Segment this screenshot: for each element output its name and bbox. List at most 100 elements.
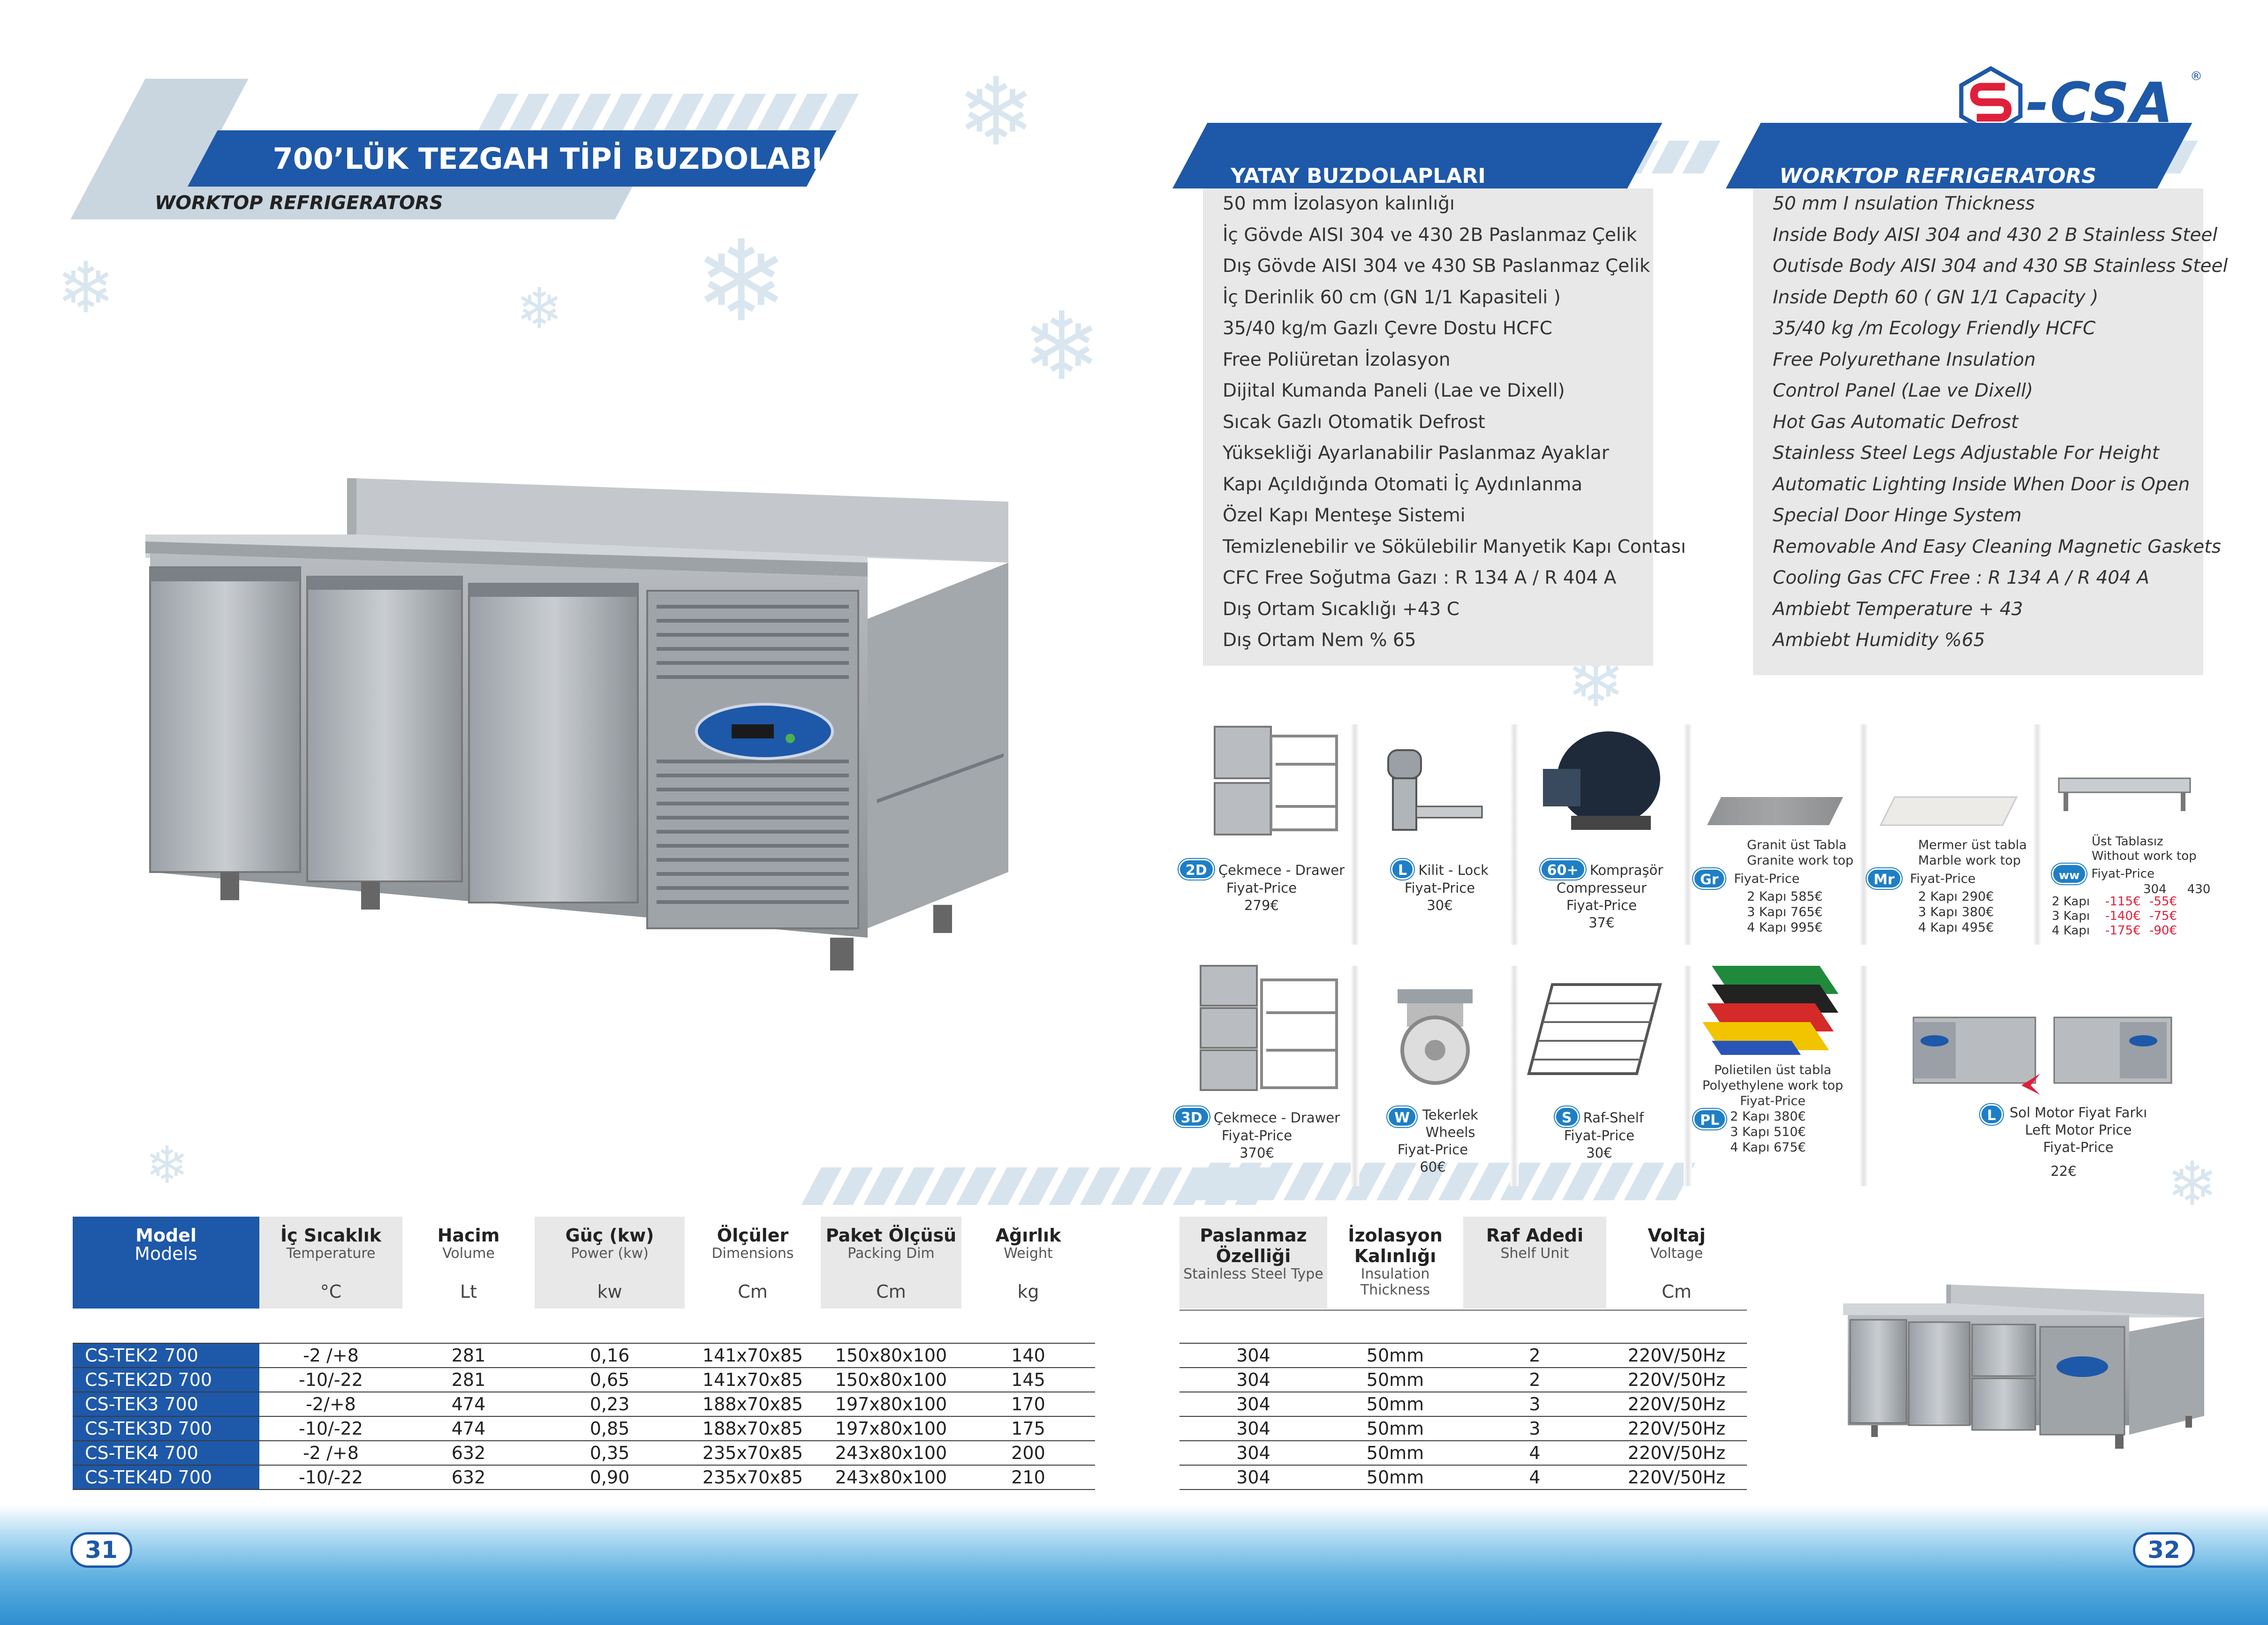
table-cell: 281 — [402, 1343, 535, 1368]
option-price-row: 2 Kapı 380€ — [1730, 1109, 1806, 1124]
table-cell: 304 — [1179, 1343, 1327, 1368]
snowflake-icon: ❄ — [516, 277, 563, 342]
specs-tr-heading-banner: YATAY BUZDOLAPLARI — [1172, 123, 1663, 188]
spec-line: Stainless Steel Legs Adjustable For Heig… — [1773, 443, 2159, 464]
table-cell: 150x80x100 — [821, 1367, 961, 1392]
decorative-stripes — [477, 94, 859, 131]
option-label-en: Wheels — [1425, 1124, 1475, 1140]
wheel-icon — [1379, 980, 1491, 1092]
option-price-row: 2 Kapı 585€ — [1747, 889, 1823, 904]
option-badge: ww — [2052, 864, 2087, 884]
table-cell: -2/+8 — [259, 1392, 402, 1417]
option-door: 3 Kapı — [2052, 909, 2090, 923]
spec-line: Ambiebt Temperature + 43 — [1773, 598, 2023, 620]
page-subtitle-bar: WORKTOP REFRIGERATORS — [118, 187, 633, 219]
option-price: 60€ — [1420, 1159, 1446, 1175]
table-cell: 220V/50Hz — [1606, 1392, 1747, 1417]
option-label: Kompraşör — [1589, 862, 1663, 878]
specs-en-heading-banner: WORKTOP REFRIGERATORS — [1726, 123, 2192, 188]
table-cell: 0,85 — [535, 1416, 685, 1441]
without-top-icon — [2054, 774, 2195, 816]
logo-registered: ® — [2190, 69, 2202, 83]
table-cell: -10/-22 — [259, 1367, 402, 1392]
option-label-en: Compresseur — [1556, 880, 1647, 896]
option-price-label: Fiyat-Price — [1734, 871, 1800, 886]
spec-line: Yüksekliği Ayarlanabilir Paslanmaz Ayakl… — [1223, 443, 1609, 464]
option-badge: W — [1387, 1106, 1417, 1127]
table-cell: 0,90 — [535, 1465, 685, 1490]
option-price-430: -55€ — [2149, 895, 2177, 909]
table-cell: CS-TEK3 700 — [73, 1392, 259, 1417]
option-badge: PL — [1693, 1109, 1727, 1129]
option-label-en: Left Motor Price — [2025, 1122, 2132, 1138]
option-shelf: S Raf-Shelf Fiyat-Price 30€ — [1524, 1106, 1674, 1162]
table-cell: 3 — [1463, 1416, 1606, 1441]
table-cell: 0,65 — [535, 1367, 685, 1392]
table-cell: CS-TEK2 700 — [73, 1343, 259, 1368]
table-cell: CS-TEK3D 700 — [73, 1416, 259, 1441]
granite-top-icon — [1702, 792, 1852, 830]
option-label-en: Granite work top — [1747, 853, 1854, 868]
option-price: 370€ — [1240, 1145, 1274, 1161]
table-cell: 304 — [1179, 1465, 1327, 1490]
spec-line: Inside Depth 60 ( GN 1/1 Capacity ) — [1773, 286, 2099, 308]
option-price: 279€ — [1244, 897, 1279, 913]
lock-icon — [1374, 741, 1496, 853]
spec-line: 50 mm İzolasyon kalınlığı — [1223, 193, 1455, 214]
shelf-icon — [1524, 975, 1665, 1083]
table-cell: 0,16 — [535, 1343, 685, 1368]
drawer-2-icon — [1205, 717, 1346, 858]
spec-line: Free Polyurethane Insulation — [1773, 349, 2036, 370]
table-cell: CS-TEK2D 700 — [73, 1367, 259, 1392]
option-badge: S — [1554, 1106, 1579, 1127]
option-price-label: Fiyat-Price — [2091, 866, 2155, 881]
option-door: 2 Kapı — [2052, 895, 2090, 909]
option-price-label: Fiyat-Price — [1221, 1128, 1293, 1144]
table-cell: -10/-22 — [259, 1465, 402, 1490]
spec-line: Kapı Açıldığında Otomati İç Aydınlanma — [1223, 474, 1583, 495]
spec-line: Sıcak Gazlı Otomatik Defrost — [1223, 411, 1485, 433]
table-cell: 474 — [402, 1416, 535, 1441]
table-cell: 197x80x100 — [821, 1392, 961, 1417]
option-price-row: 3 Kapı 380€ — [1918, 905, 1994, 919]
table-cell: 304 — [1179, 1392, 1327, 1417]
option-price-430: -75€ — [2149, 909, 2177, 923]
option-label: Polietilen üst tabla — [1714, 1063, 1831, 1077]
spec-line: Special Door Hinge System — [1773, 505, 2022, 526]
table-cell: 220V/50Hz — [1606, 1343, 1747, 1368]
option-price: 37€ — [1588, 915, 1615, 931]
option-price-430: -90€ — [2149, 924, 2177, 938]
spec-line: Özel Kapı Menteşe Sistemi — [1223, 505, 1466, 526]
table-cell: 145 — [961, 1367, 1095, 1392]
table-cell: 210 — [961, 1465, 1095, 1490]
option-drawer-3: 3D Çekmece - Drawer Fiyat-Price 370€ — [1158, 1106, 1355, 1162]
spec-line: Automatic Lighting Inside When Door is O… — [1773, 474, 2190, 495]
option-price-row: 2 Kapı 290€ — [1918, 889, 1994, 904]
option-badge: 60+ — [1540, 859, 1586, 880]
table-cell: 50mm — [1327, 1465, 1463, 1490]
snowflake-icon: ❄ — [694, 216, 789, 347]
option-label: Çekmece - Drawer — [1213, 1110, 1340, 1126]
table-cell: 243x80x100 — [821, 1440, 961, 1466]
table-cell: 220V/50Hz — [1606, 1440, 1747, 1466]
table-cell: 474 — [402, 1392, 535, 1417]
option-price-304: -175€ — [2105, 924, 2141, 938]
spec-line: İç Gövde AISI 304 ve 430 2B Paslanmaz Çe… — [1223, 224, 1637, 246]
snowflake-icon: ❄ — [56, 248, 115, 329]
table-cell: 2 — [1463, 1343, 1606, 1368]
